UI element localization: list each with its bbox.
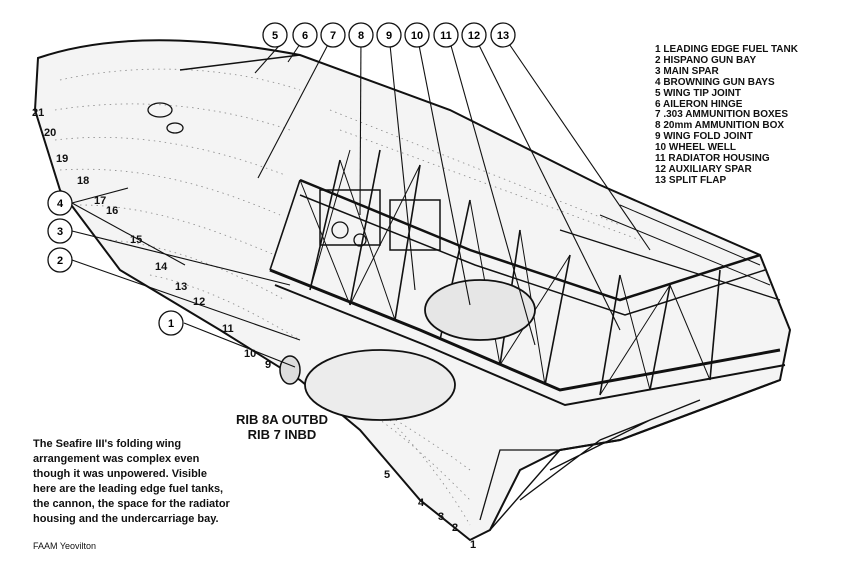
callout-1: 1 — [158, 310, 184, 336]
station-number: 19 — [56, 153, 68, 165]
wing-structure — [147, 54, 786, 531]
callout-leaders — [71, 34, 651, 368]
callout-6: 6 — [292, 22, 318, 48]
station-number: 11 — [222, 323, 234, 335]
callout-8: 8 — [348, 22, 374, 48]
legend-item: 11 RADIATOR HOUSING — [655, 153, 770, 165]
legend-item: 4 BROWNING GUN BAYS — [655, 76, 775, 88]
callout-9: 9 — [376, 22, 402, 48]
station-number: 13 — [175, 281, 187, 293]
rib-stations-inner: 5 4 3 2 1 — [384, 469, 476, 551]
callout-label: 8 — [358, 30, 364, 42]
callout-label: 12 — [468, 30, 480, 42]
legend-item: 7 .303 AMMUNITION BOXES — [655, 109, 788, 121]
station-number: 15 — [130, 234, 142, 246]
station-number: 3 — [438, 511, 444, 523]
rib-label-inboard: RIB 7 INBD — [247, 427, 317, 442]
callout-label: 6 — [302, 30, 308, 42]
legend-item: 6 AILERON HINGE — [655, 98, 743, 110]
station-number: 20 — [44, 127, 56, 139]
callout-label: 5 — [272, 30, 278, 42]
callout-label: 9 — [386, 30, 392, 42]
station-number: 14 — [155, 261, 168, 273]
legend-item: 1 LEADING EDGE FUEL TANK — [655, 44, 798, 55]
station-number: 18 — [77, 175, 89, 187]
rib-label-outboard: RIB 8A OUTBD — [236, 412, 328, 427]
callout-label: 11 — [440, 30, 452, 42]
rib-stations-outer: 21 20 19 18 17 16 15 14 13 12 11 10 9 — [32, 107, 271, 371]
station-number: 1 — [470, 539, 476, 551]
callout-label: 4 — [57, 198, 64, 210]
callout-4: 4 — [47, 190, 73, 216]
station-number: 5 — [384, 469, 390, 481]
legend-item: 10 WHEEL WELL — [655, 142, 736, 154]
station-number: 12 — [193, 296, 205, 308]
callout-label: 7 — [330, 30, 336, 42]
callout-label: 2 — [57, 255, 63, 267]
legend-item: 8 20mm AMMUNITION BOX — [655, 120, 785, 132]
station-number: 21 — [32, 107, 44, 119]
callout-10: 10 — [404, 22, 430, 48]
callout-12: 12 — [461, 22, 487, 48]
station-number: 10 — [244, 348, 256, 360]
callout-markers: 1 2 3 4 5 6 7 8 9 10 11 12 13 — [47, 22, 516, 336]
legend-item: 5 WING TIP JOINT — [655, 87, 741, 99]
callout-7: 7 — [320, 22, 346, 48]
callout-5: 5 — [262, 22, 288, 48]
station-number: 17 — [94, 195, 106, 207]
callout-label: 10 — [411, 30, 423, 42]
station-number: 9 — [265, 359, 271, 371]
callout-label: 1 — [168, 318, 174, 330]
legend-item: 2 HISPANO GUN BAY — [655, 54, 757, 66]
station-number: 4 — [418, 497, 425, 509]
callout-label: 13 — [497, 30, 509, 42]
legend-item: 12 AUXILIARY SPAR — [655, 163, 752, 175]
legend-item: 9 WING FOLD JOINT — [655, 131, 753, 143]
station-number: 2 — [452, 522, 458, 534]
legend-item: 3 MAIN SPAR — [655, 65, 719, 77]
image-credit: FAAM Yeovilton — [33, 541, 97, 551]
callout-11: 11 — [433, 22, 459, 48]
callout-13: 13 — [490, 22, 516, 48]
figure-caption: The Seafire III's folding wing arrangeme… — [33, 438, 230, 525]
rib-label: RIB 8A OUTBD RIB 7 INBD — [236, 412, 328, 442]
legend-item: 13 SPLIT FLAP — [655, 174, 727, 186]
callout-2: 2 — [47, 247, 73, 273]
station-number: 16 — [106, 205, 118, 217]
callout-label: 3 — [57, 226, 63, 238]
callout-3: 3 — [47, 218, 73, 244]
parts-legend: 1 LEADING EDGE FUEL TANK 2 HISPANO GUN B… — [655, 44, 798, 187]
